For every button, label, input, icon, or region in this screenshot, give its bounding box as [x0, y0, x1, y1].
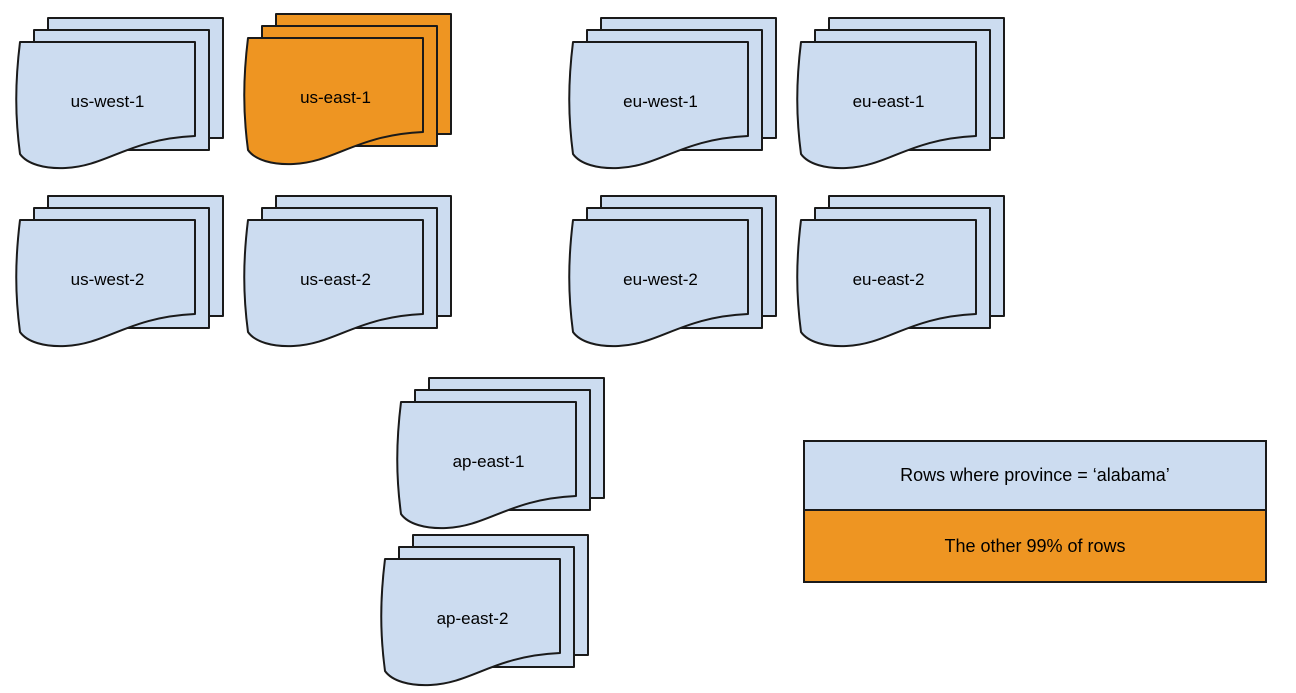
document-stack-shape [796, 195, 1005, 348]
document-sheet-front [243, 37, 424, 166]
legend-row-label: Rows where province = ‘alabama’ [900, 465, 1170, 485]
document-stack-shape [796, 17, 1005, 170]
document-sheet-front [15, 219, 196, 348]
legend: Rows where province = ‘alabama’ The other… [803, 440, 1267, 583]
document-sheet-front [243, 219, 424, 348]
legend-row-other-rows: The other 99% of rows [805, 511, 1265, 581]
document-stack-shape [243, 13, 452, 166]
document-sheet-front [796, 41, 977, 170]
document-stack-shape [568, 195, 777, 348]
document-stack-shape [568, 17, 777, 170]
document-sheet-front [396, 401, 577, 530]
document-sheet-front [568, 41, 749, 170]
legend-row-label: The other 99% of rows [944, 535, 1126, 556]
document-sheet-front [796, 219, 977, 348]
document-stack-shape [380, 534, 589, 687]
legend-row-alabama-rows: Rows where province = ‘alabama’ [805, 442, 1265, 511]
document-stack-shape [15, 195, 224, 348]
document-stack-shape [15, 17, 224, 170]
document-sheet-front [568, 219, 749, 348]
document-stack-shape [243, 195, 452, 348]
document-sheet-front [15, 41, 196, 170]
document-stack-shape [396, 377, 605, 530]
